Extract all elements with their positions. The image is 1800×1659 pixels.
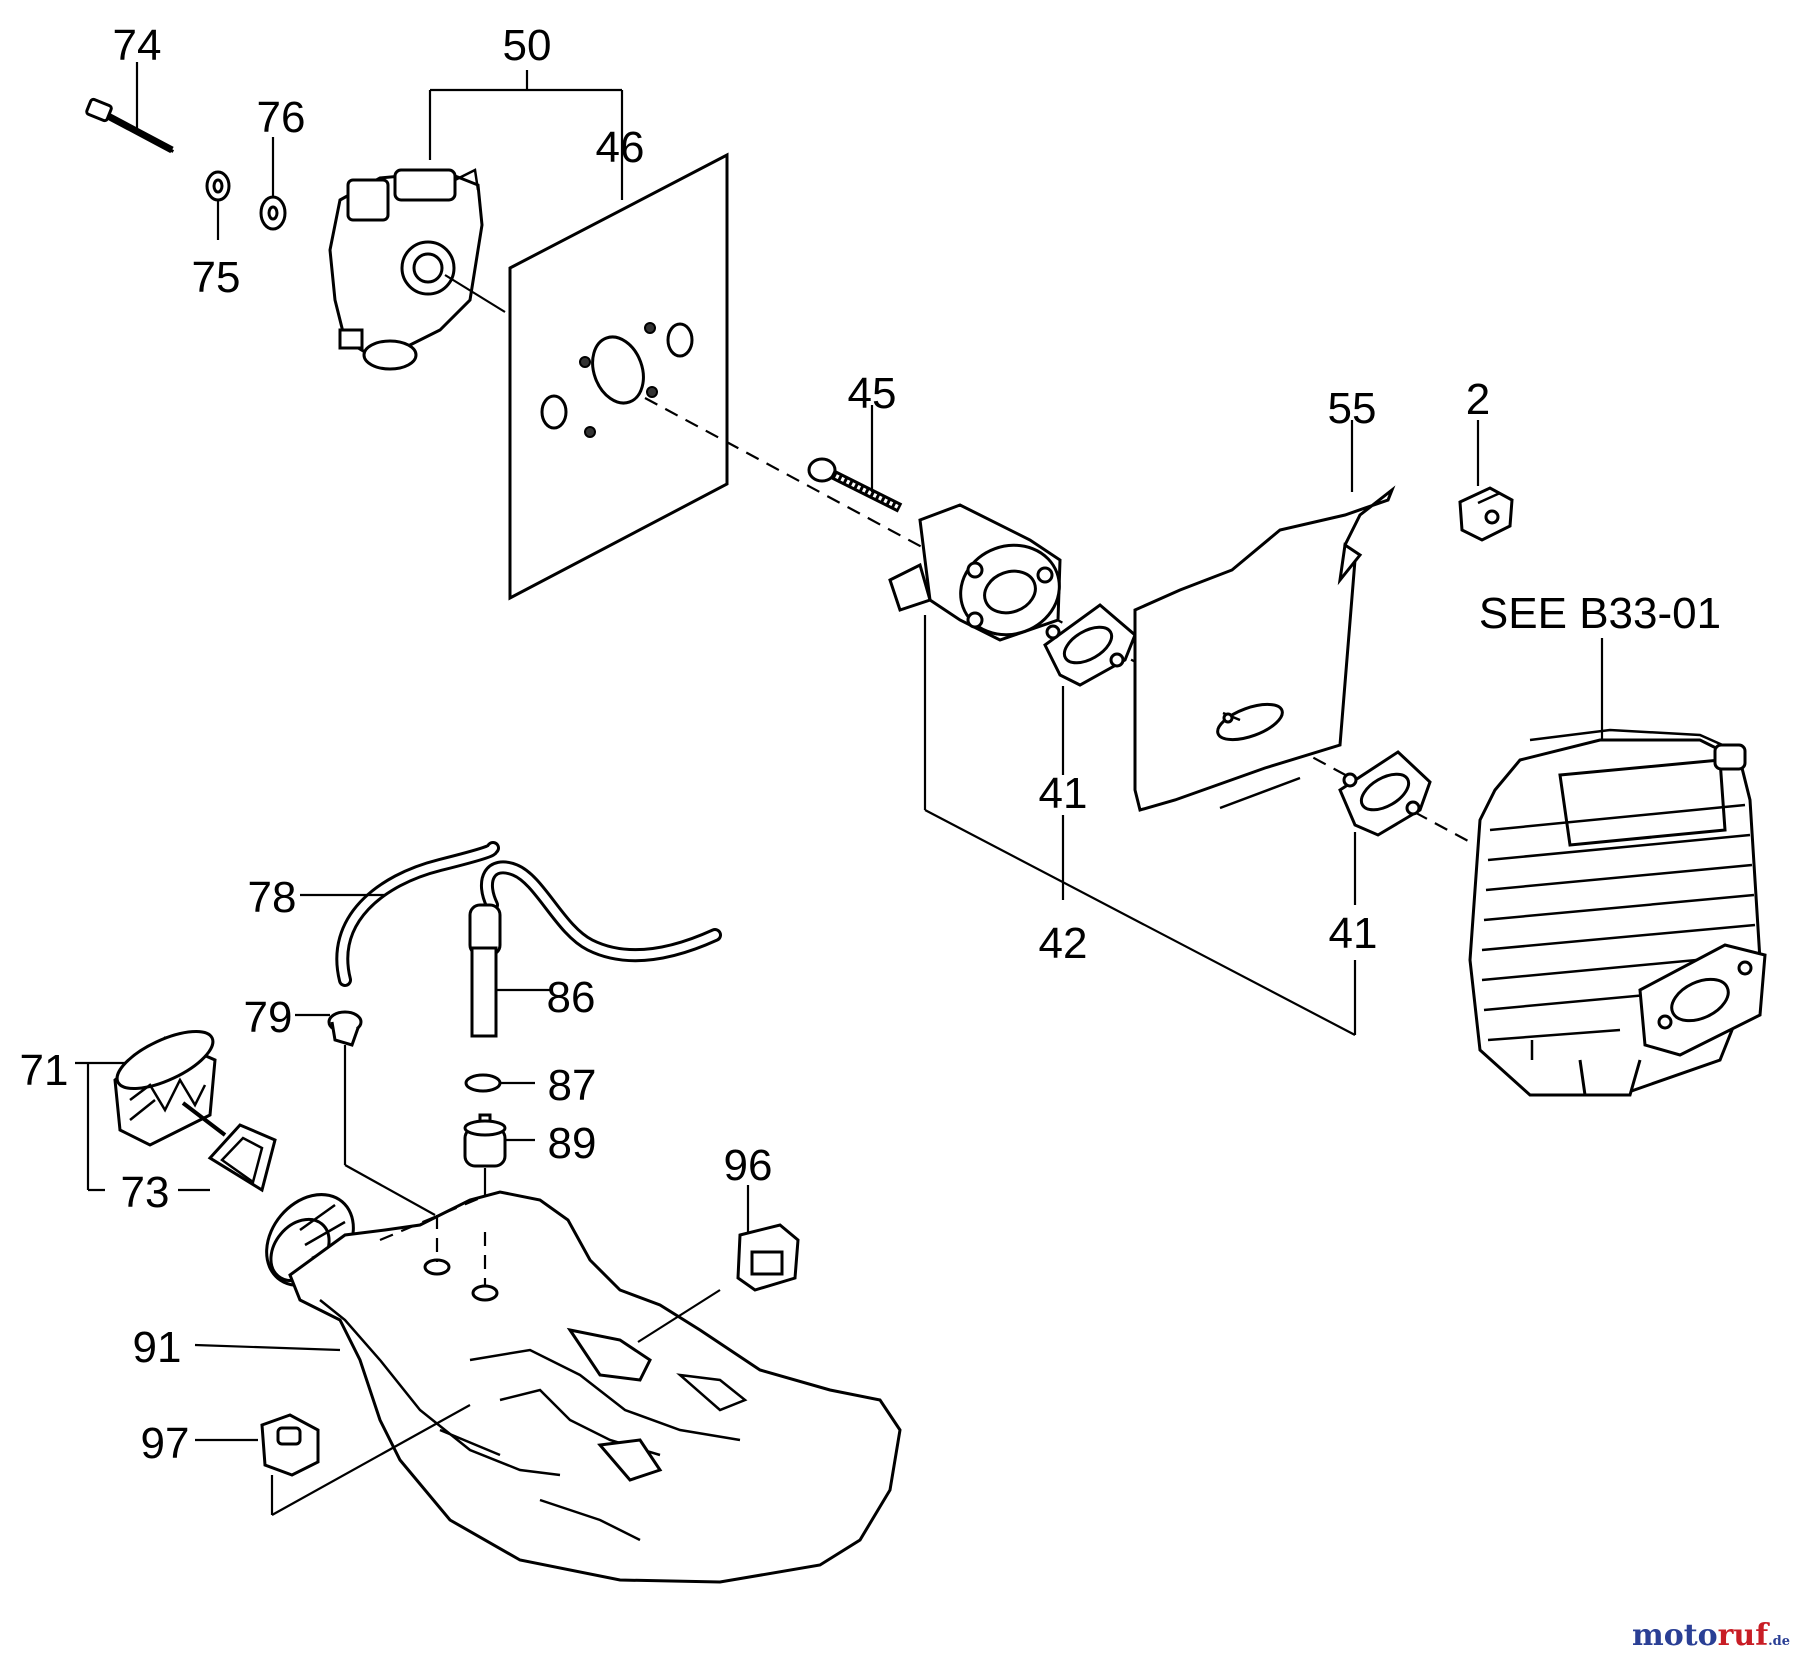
label-41-upper: 41 bbox=[1039, 769, 1088, 818]
watermark-part3: .de bbox=[1768, 1634, 1790, 1649]
label-45: 45 bbox=[848, 369, 897, 418]
bracket-42 bbox=[923, 615, 1357, 1036]
label-78: 78 bbox=[248, 873, 297, 922]
label-97: 97 bbox=[141, 1419, 190, 1468]
label-91: 91 bbox=[133, 1323, 182, 1372]
label-50: 50 bbox=[503, 21, 552, 70]
label-46: 46 bbox=[596, 123, 645, 172]
washer-76 bbox=[259, 195, 287, 231]
label-55: 55 bbox=[1328, 384, 1377, 433]
label-71: 71 bbox=[20, 1046, 69, 1095]
watermark-part1: moto bbox=[1631, 1618, 1718, 1653]
plug-2 bbox=[1458, 486, 1514, 542]
label-89: 89 bbox=[548, 1119, 597, 1168]
gasket-41-lower bbox=[1338, 750, 1432, 837]
watermark-part2: ruf bbox=[1717, 1618, 1769, 1653]
bracket-71 bbox=[75, 1061, 210, 1192]
leader-97-diag bbox=[271, 1404, 471, 1516]
clip-87 bbox=[464, 1073, 502, 1093]
leader-96-diag bbox=[637, 1289, 721, 1343]
washer-75 bbox=[205, 170, 231, 202]
damper-96 bbox=[736, 1223, 800, 1292]
label-see-ref: SEE B33-01 bbox=[1479, 589, 1721, 638]
label-75: 75 bbox=[192, 253, 241, 302]
bolt-74 bbox=[85, 97, 175, 154]
label-76: 76 bbox=[257, 93, 306, 142]
label-2: 2 bbox=[1466, 375, 1490, 424]
label-86: 86 bbox=[547, 973, 596, 1022]
bracket-50 bbox=[428, 70, 624, 160]
screw-45 bbox=[807, 457, 903, 513]
label-41-lower: 41 bbox=[1329, 909, 1378, 958]
label-74: 74 bbox=[113, 21, 162, 70]
leader-91 bbox=[194, 1343, 341, 1352]
tether-73 bbox=[181, 1101, 277, 1193]
watermark-logo: motoruf.de bbox=[1632, 1618, 1790, 1653]
leader-carb-to-gasket bbox=[444, 274, 506, 313]
heat-shield-55 bbox=[1133, 485, 1396, 812]
insulator-block bbox=[888, 503, 1062, 642]
label-73: 73 bbox=[121, 1168, 170, 1217]
fuel-line-86 bbox=[468, 860, 722, 1038]
label-96: 96 bbox=[724, 1141, 773, 1190]
label-79: 79 bbox=[244, 993, 293, 1042]
filter-89 bbox=[463, 1113, 507, 1168]
label-42: 42 bbox=[1039, 919, 1088, 968]
damper-97 bbox=[260, 1413, 320, 1477]
leader-79-diag bbox=[344, 1164, 436, 1216]
hose-78 bbox=[335, 841, 500, 987]
fuel-cap-71 bbox=[113, 1030, 217, 1147]
label-87: 87 bbox=[548, 1061, 597, 1110]
fuel-tank-91 bbox=[288, 1190, 902, 1584]
gasket-41-upper bbox=[1043, 603, 1137, 687]
grommet-79 bbox=[327, 1010, 363, 1047]
dashed-cap-line bbox=[379, 1196, 481, 1242]
carburetor bbox=[328, 168, 484, 371]
cylinder bbox=[1468, 728, 1767, 1097]
gasket-46 bbox=[508, 152, 729, 601]
